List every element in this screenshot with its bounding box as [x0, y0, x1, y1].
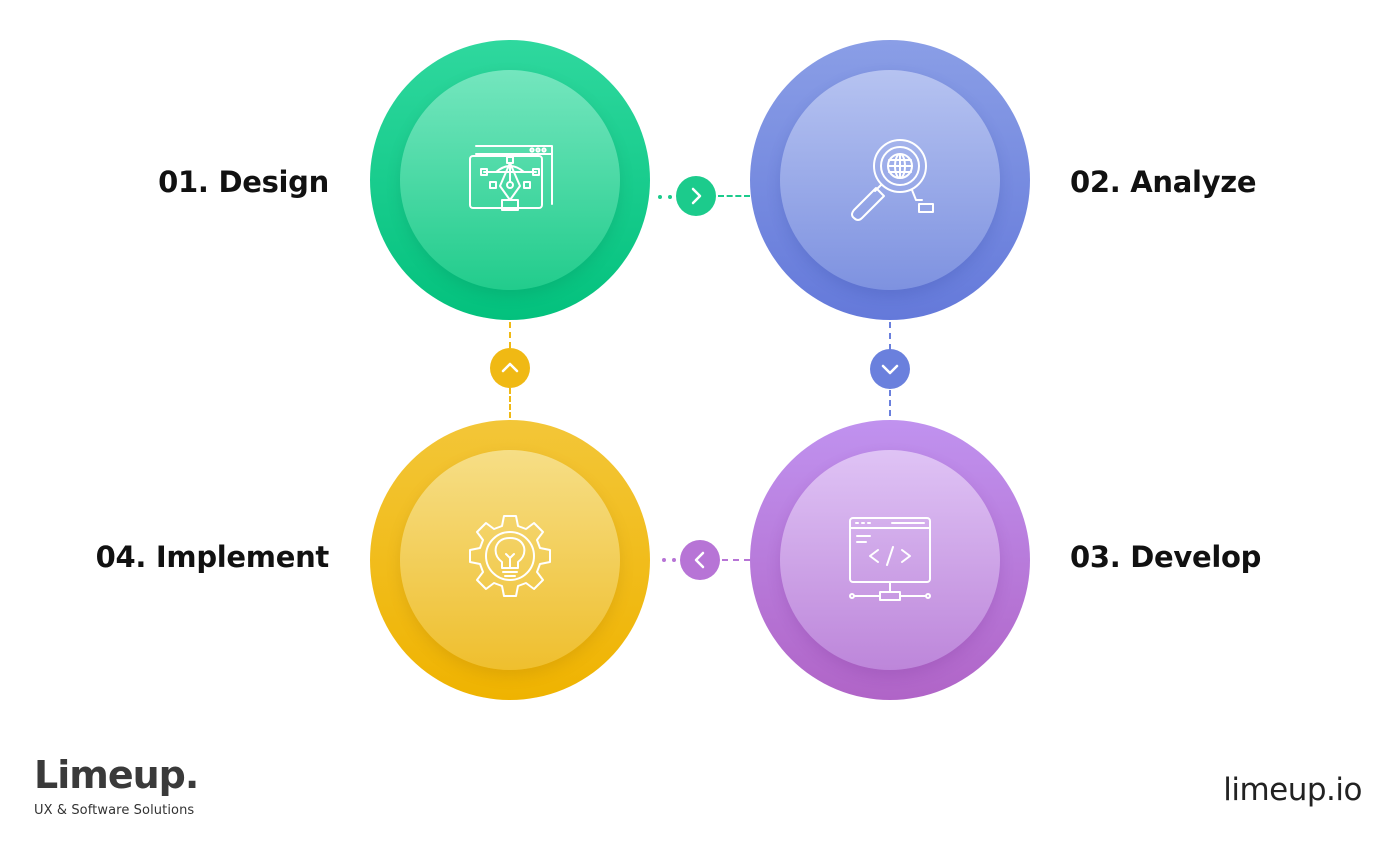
chevron-right-icon	[691, 187, 702, 205]
arrow-button-up	[490, 348, 530, 388]
connector-implement-design	[509, 322, 511, 348]
brand-tagline: UX & Software Solutions	[34, 803, 195, 818]
arrow-button-left	[680, 540, 720, 580]
code-window-icon	[849, 517, 931, 601]
pen-tool-design-icon	[469, 145, 553, 211]
arrow-button-right	[676, 176, 716, 216]
step-label-develop: 03. Develop	[1070, 540, 1262, 574]
gear-lightbulb-icon	[469, 515, 551, 597]
arrow-button-down	[870, 349, 910, 389]
connector-analyze-develop	[889, 322, 891, 350]
connector-analyze-develop-lower	[889, 390, 891, 416]
brand-wordmark: Limeup.	[34, 753, 199, 797]
step-circle-design	[370, 40, 650, 320]
chevron-down-icon	[881, 364, 899, 375]
step-circle-implement	[370, 420, 650, 700]
step-circle-develop	[750, 420, 1030, 700]
step-label-design: 01. Design	[158, 165, 329, 199]
chevron-up-icon	[501, 362, 519, 373]
brand-logo: Limeup. UX & Software Solutions	[34, 753, 199, 818]
step-label-analyze: 02. Analyze	[1070, 165, 1257, 199]
chevron-left-icon	[694, 551, 705, 569]
connector-implement-design-lower	[509, 388, 511, 418]
step-circle-analyze	[750, 40, 1030, 320]
magnifier-globe-icon	[851, 139, 934, 221]
step-label-implement: 04. Implement	[95, 540, 330, 574]
site-url: limeup.io	[1223, 772, 1362, 808]
